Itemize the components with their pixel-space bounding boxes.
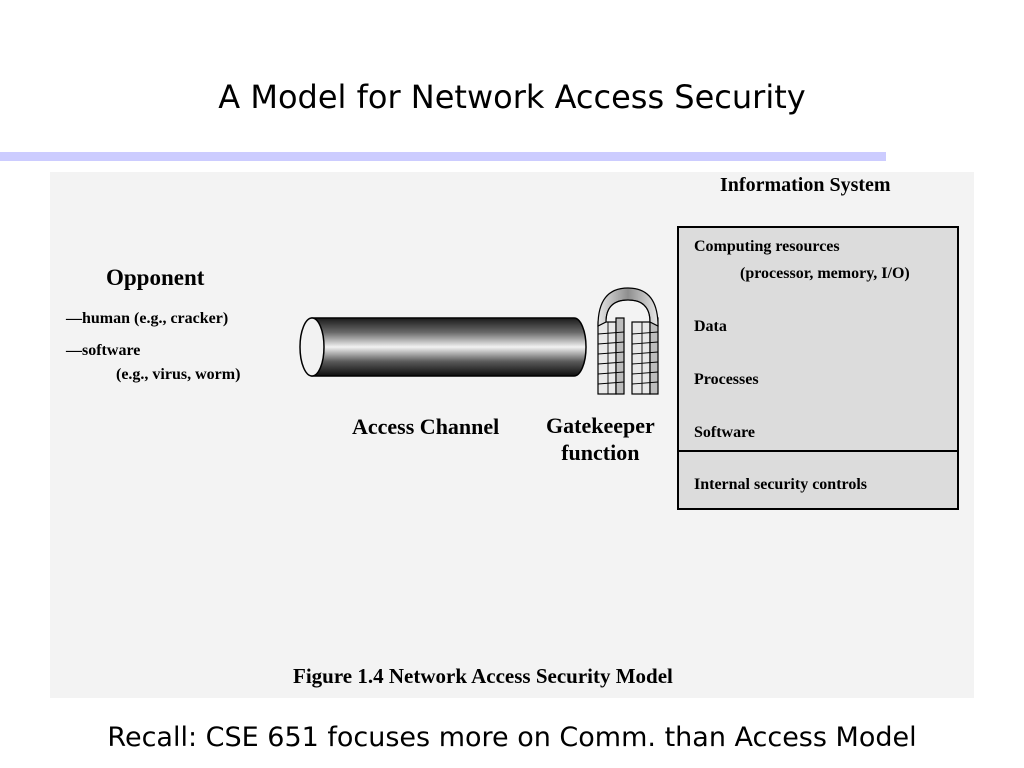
opponent-human-line: —human (e.g., cracker): [66, 310, 229, 327]
gatekeeper-label: Gatekeeper function: [546, 412, 655, 466]
data-item: Data: [694, 318, 727, 335]
processes-item: Processes: [694, 371, 759, 388]
internal-security-controls-item: Internal security controls: [694, 476, 868, 493]
access-channel-cylinder: [299, 317, 587, 377]
figure-caption: Figure 1.4 Network Access Security Model: [293, 664, 673, 688]
internal-controls-divider: [679, 450, 957, 452]
computing-resources-item: Computing resources: [694, 238, 840, 255]
information-system-box: Computing resources (processor, memory, …: [677, 226, 959, 510]
opponent-title: Opponent: [106, 265, 205, 290]
recall-note: Recall: CSE 651 focuses more on Comm. th…: [107, 722, 917, 753]
software-item: Software: [694, 424, 756, 441]
slide-title: A Model for Network Access Security: [218, 78, 806, 116]
access-channel-label: Access Channel: [352, 414, 500, 439]
gatekeeper-arch-icon: [597, 287, 659, 395]
gatekeeper-label-line2: function: [561, 440, 640, 465]
opponent-software-line: —software: [66, 342, 141, 359]
gatekeeper-label-line1: Gatekeeper: [546, 413, 655, 438]
computing-resources-detail: (processor, memory, I/O): [740, 265, 910, 282]
title-underline-bar: [0, 152, 886, 161]
opponent-software-examples: (e.g., virus, worm): [116, 366, 241, 383]
information-system-title: Information System: [720, 174, 891, 196]
